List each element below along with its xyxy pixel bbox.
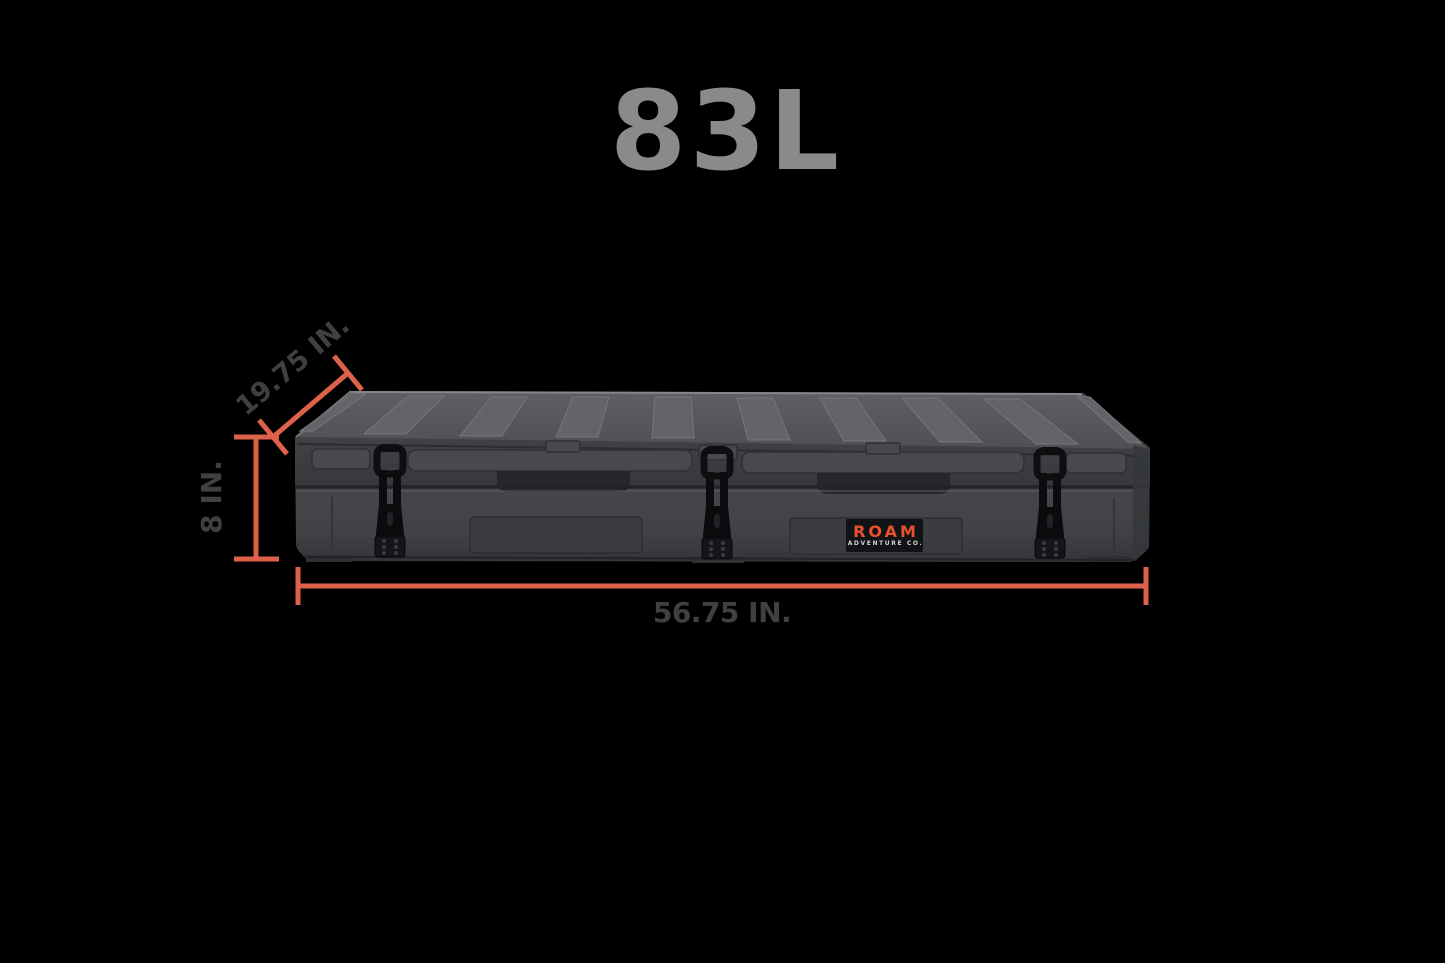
latch-left xyxy=(373,444,407,558)
lid-rib xyxy=(555,396,610,438)
lid-tab-bay2 xyxy=(865,442,901,455)
lid-corner-wedge-right xyxy=(1075,395,1143,444)
lid-panel-bay1 xyxy=(407,449,693,472)
lid-panel-bay2 xyxy=(741,451,1025,474)
dimension-lines xyxy=(234,354,1149,605)
lid-tab-bay1 xyxy=(545,440,581,453)
lid-rib xyxy=(982,398,1080,445)
length-dimension-line xyxy=(295,567,1149,605)
handle-scoop-bay1 xyxy=(497,471,630,492)
lid-rib xyxy=(362,395,446,435)
case-back-edge-highlight xyxy=(350,391,1083,395)
length-dimension-label: 56.75 IN. xyxy=(652,596,792,629)
lid-ribs xyxy=(298,392,1143,445)
lid-rib xyxy=(819,397,887,442)
volume-label: 83L xyxy=(609,67,843,195)
case-latches xyxy=(373,444,1067,560)
lid-rib xyxy=(651,396,695,439)
lid-panel-left-stub xyxy=(311,448,371,470)
lid-rib xyxy=(458,396,528,437)
brand-name: ROAM xyxy=(853,522,919,541)
brand-badge: ROAM ADVENTURE CO. xyxy=(846,519,923,552)
lid-rib xyxy=(736,397,791,441)
base-recess-bay1 xyxy=(469,516,643,554)
case-right-side xyxy=(1133,445,1150,561)
brand-subtitle: ADVENTURE CO. xyxy=(847,540,924,547)
latch-center xyxy=(700,446,734,560)
lid-rib xyxy=(900,397,984,443)
height-dimension-label: 8 IN. xyxy=(195,460,228,534)
height-dimension-line xyxy=(234,434,279,562)
latch-right xyxy=(1033,447,1067,559)
rugged-case xyxy=(295,390,1151,563)
case-foot-left xyxy=(306,555,352,562)
lid-panel-right-stub xyxy=(1065,452,1127,474)
lid-corner-wedge-left xyxy=(298,392,368,432)
